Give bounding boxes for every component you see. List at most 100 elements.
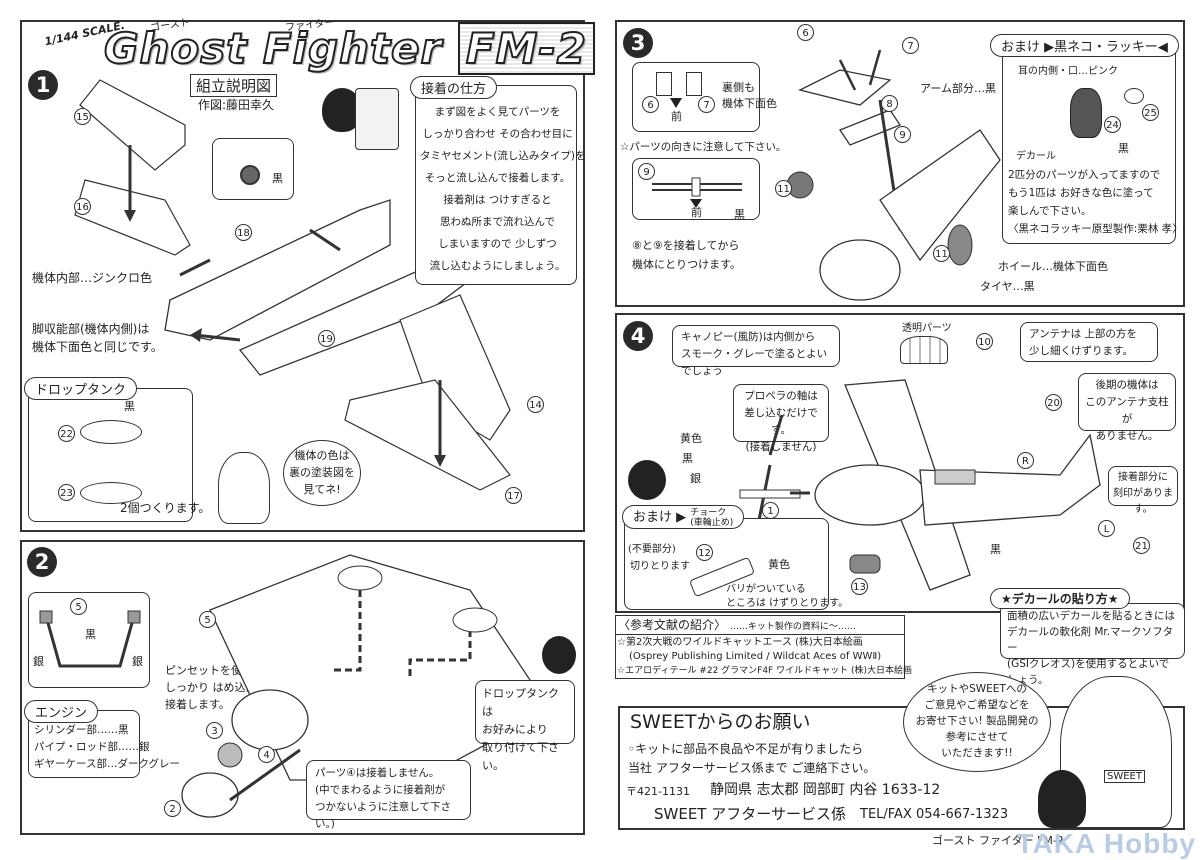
wing-illustration-14-17	[344, 294, 511, 491]
front-label-2: 前	[691, 206, 702, 219]
strut-silver-left: 銀	[33, 655, 44, 668]
postal-code: 〒421-1131	[626, 785, 690, 798]
wheel-detail-icon	[240, 165, 260, 185]
droptank-note: 2個つくります。	[120, 501, 211, 515]
feedback-line: いただきます!!	[941, 747, 1013, 759]
arm-label: アーム部分…黒	[920, 82, 997, 95]
decal-title: ★デカールの貼り方★	[990, 588, 1130, 609]
bonus-cat-figure	[1070, 88, 1102, 138]
black-cat-mascot-4	[1038, 770, 1086, 828]
prop-black: 黒	[682, 452, 693, 465]
fuselage-wheel-illustration	[879, 129, 1001, 266]
feedback-line: 参考にさせて	[945, 731, 1009, 743]
references-title-main: 〈参考文献の紹介〉	[618, 618, 727, 632]
part-14: 14	[527, 396, 544, 413]
chock-box	[624, 518, 829, 610]
detail-part-9: 9	[638, 163, 655, 180]
strut-black: 黒	[85, 628, 96, 641]
tweezers-line: しっかり はめ込んで	[165, 681, 267, 694]
part-11-right: 11	[933, 245, 950, 262]
glue-instructions: まず図をよく見てパーツを しっかり合わせ その合わせ目に タミヤセメント(流し込…	[420, 101, 586, 277]
chock-cut: 切りとります	[630, 561, 690, 572]
tel-fax: TEL/FAX 054-667-1323	[860, 807, 1009, 822]
part-12: 12	[696, 544, 713, 561]
late-model-line: このアンテナ支柱が	[1085, 396, 1169, 425]
bonus-cat-line: 〈黒ネコラッキー原型製作:栗林 孝〉	[1008, 223, 1183, 235]
color-speech-bubble: 機体の色は 裏の塗装図を 見てネ!	[283, 440, 361, 506]
bonus-cat-title: おまけ ▶黒ネコ・ラッキー◀	[990, 34, 1179, 57]
antenna-line: アンテナは 上部の方を	[1029, 328, 1137, 340]
engine-wing-illustration	[181, 554, 551, 818]
reference-item: ☆第2次大戦のワイルドキャットエース (株)大日本絵画	[617, 637, 863, 648]
front-label: 前	[671, 110, 682, 123]
part-7: 7	[902, 37, 919, 54]
part4-line: つかないように注意して下さい。)	[315, 801, 451, 830]
feedback-speech-bubble: キットやSWEETへの ご意見やご希望などを お寄せ下さい! 製品開発の 参考に…	[903, 672, 1051, 772]
gear-bay-line: 脚収能部(機体内側)は	[32, 322, 150, 336]
droptank-optional-note: ドロップタンクは お好みにより 取り付けて下さい。	[475, 680, 575, 772]
chock-burr-line: バリがついている	[726, 584, 806, 595]
late-model-line: ありません。	[1095, 430, 1159, 442]
subtitle: 組立説明図	[190, 74, 278, 97]
chock-sub2: (車輪止め)	[690, 517, 734, 528]
strut-detail-box	[28, 592, 150, 688]
canopy-line: スモーク・グレーで塗るとよいでしょう	[681, 348, 828, 377]
bonus-cat-box	[1002, 44, 1176, 244]
droptank-black: 黒	[124, 400, 135, 413]
step-number-3: 3	[623, 28, 653, 58]
part-22: 22	[58, 425, 75, 442]
feedback-line: お寄せ下さい! 製品開発の	[915, 715, 1039, 727]
engine-line: パイプ・ロッド部……銀	[34, 741, 150, 753]
chock-yellow: 黄色	[768, 558, 790, 571]
part-11-left: 11	[775, 180, 792, 197]
sweet-request-title: SWEETからのお願い	[630, 711, 811, 733]
direction-note: ☆パーツの向きに注意して下さい。	[620, 141, 787, 153]
droptank-option-line: ドロップタンクは	[482, 687, 559, 718]
aircraft-black-label: 黒	[990, 543, 1001, 556]
part-18: 18	[235, 224, 252, 241]
droptank-option-line: お好みにより	[482, 723, 548, 736]
engine-colors: シリンダー部……黒 パイプ・ロッド部……銀 ギヤーケース部…ダークグレー	[34, 722, 180, 773]
droptank-top-shape	[80, 420, 142, 444]
glue-line: しまいますので 少しずつ	[438, 238, 557, 250]
glue-line: タミヤセメント(流し込みタイプ)を	[420, 150, 586, 162]
part4-line: パーツ④は接着しません。	[315, 767, 440, 779]
feedback-line: キットやSWEETへの	[927, 683, 1027, 695]
bonus-decal-label: デカール	[1016, 151, 1056, 162]
part-1: 1	[762, 502, 779, 519]
droptank-option-line: 取り付けて下さい。	[482, 741, 559, 772]
gear-bay-note: 脚収能部(機体内側)は 機体下面色と同じです。	[32, 320, 163, 356]
watermark: TAKA Hobby	[1016, 828, 1196, 859]
address: 静岡県 志太郡 岡部町 内谷 1633-12	[710, 782, 941, 798]
bonus-cat-line: 楽しんで下さい。	[1008, 205, 1092, 217]
strut-detail-part-5: 5	[70, 598, 87, 615]
glue-line: そっと流し込んで接着します。	[424, 172, 571, 184]
chock-burr-note: バリがついている ところは けずりとります。	[726, 583, 848, 611]
part-R: R	[1017, 452, 1034, 469]
part-2: 2	[164, 800, 181, 817]
propeller-line: プロペラの軸は	[744, 390, 818, 402]
glue-title: 接着の仕方	[410, 76, 498, 99]
propeller-note: プロペラの軸は 差し込むだけです。 (接着しません)	[733, 384, 829, 453]
references-subtitle: ……キット製作の資料に〜……	[729, 622, 856, 632]
droptank-title: ドロップタンク	[24, 377, 138, 400]
part-9-strut-illustration	[652, 177, 742, 197]
tire-label: タイヤ…黒	[980, 280, 1035, 293]
part-10: 10	[976, 333, 993, 350]
wheel-label: ホイール…機体下面色	[998, 260, 1108, 273]
reference-item: (Osprey Publishing Limited / Wildcat Ace…	[629, 651, 882, 662]
step-number-1: 1	[28, 70, 58, 100]
glue-line: 流し込むようにしましょう。	[429, 260, 566, 272]
part-8: 8	[881, 95, 898, 112]
detail-part-6: 6	[642, 96, 659, 113]
product-title: Ghost Fighter FM-2	[103, 22, 596, 75]
clear-parts-label: 透明パーツ	[902, 323, 952, 334]
bonus-cat-base	[1124, 88, 1144, 104]
antenna-note: アンテナは 上部の方を 少し細くけずります。	[1020, 322, 1158, 362]
service-dept: SWEET アフターサービス係	[654, 805, 846, 823]
bonus-cat-note: 2匹分のパーツが入ってますので もう1匹は お好きな色に塗って 楽しんで下さい。…	[1008, 166, 1183, 238]
engine-line: ギヤーケース部…ダークグレー	[34, 758, 181, 770]
reference-item: ☆エアロディテール #22 グラマンF4F ワイルドキャット (株)大日本絵画	[617, 666, 912, 676]
canopy-line: キャノピー(風防)は内側から	[681, 331, 816, 343]
step-number-4: 4	[623, 321, 653, 351]
